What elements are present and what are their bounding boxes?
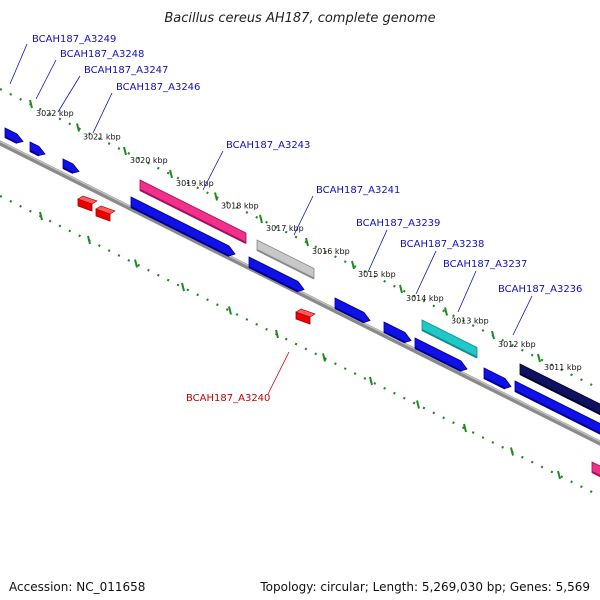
gene-a3241[interactable] — [256, 239, 315, 280]
tick-label: 3018 kbp — [221, 202, 259, 211]
gene-label[interactable]: BCAH187_A3236 — [498, 284, 582, 295]
gene-a3248[interactable] — [29, 141, 46, 156]
outer-major-tick — [537, 353, 541, 363]
inner-major-tick — [134, 259, 138, 268]
gene-minus-1-top — [77, 195, 98, 205]
outer-major-tick — [351, 260, 355, 270]
gene-label[interactable]: BCAH187_A3246 — [116, 82, 200, 93]
gene-a3238[interactable] — [421, 319, 478, 359]
gene-a3243[interactable] — [139, 179, 247, 244]
tick-label: 3011 kbp — [544, 363, 582, 372]
gene-label[interactable]: BCAH187_A3247 — [84, 65, 168, 76]
gene-a3236[interactable] — [519, 363, 600, 419]
gene-edge-pink-shade — [591, 471, 600, 478]
inner-major-tick — [228, 306, 232, 315]
gene-a3244-shade — [130, 206, 230, 257]
outer-major-tick — [76, 123, 80, 132]
gene-a3239-shade — [334, 307, 365, 324]
gene-minus-2-top — [95, 205, 116, 215]
inner-major-tick — [463, 423, 467, 433]
outer-major-tick — [259, 214, 263, 224]
inner-major-tick — [181, 282, 185, 292]
outer-major-tick — [399, 284, 403, 294]
tracks-layer: 3022 kbp 3021 kbp 3020 kbp 3019 kbp 3018 kbp… — [0, 88, 600, 497]
inner-major-tick — [275, 329, 279, 339]
outer-major-tick — [123, 146, 127, 156]
tick-label: 3019 kbp — [176, 179, 214, 188]
gene-a3235-shade — [514, 390, 600, 435]
gene-a3238-shade — [421, 329, 478, 359]
tick-label: 3020 kbp — [130, 156, 168, 165]
genome-backbone — [0, 140, 600, 446]
genome-backbone-highlight — [0, 140, 600, 443]
tick-label: 3017 kbp — [266, 224, 304, 233]
gene-a3248-shade — [29, 150, 40, 157]
label-leader-line — [457, 270, 477, 313]
inner-major-tick — [557, 470, 561, 480]
gene-label[interactable]: BCAH187_A3243 — [226, 140, 310, 151]
outer-major-tick — [491, 330, 495, 340]
tick-label: 3015 kbp — [358, 270, 396, 279]
outer-major-tick — [305, 237, 309, 247]
gene-a3244[interactable] — [130, 196, 236, 257]
label-leader-line — [293, 195, 314, 236]
gene-a3236-b-shade — [483, 377, 506, 390]
inner-tick-track — [0, 195, 600, 497]
tick-label: 3021 kbp — [83, 133, 121, 142]
tick-label: 3014 kbp — [406, 294, 444, 303]
outer-tick-track — [0, 88, 600, 390]
outer-major-tick — [29, 99, 33, 109]
gene-a3237-shade — [414, 347, 462, 372]
outer-major-tick — [214, 192, 218, 201]
gene-label[interactable]: BCAH187_A3238 — [400, 239, 484, 250]
gene-a3236-shade — [519, 373, 600, 416]
inner-major-tick — [39, 211, 43, 221]
gene-a3238-b[interactable] — [383, 321, 412, 343]
label-leader-line — [57, 75, 81, 113]
topology-summary: Topology: circular; Length: 5,269,030 bp… — [260, 580, 590, 594]
tick-label: 3013 kbp — [451, 317, 489, 326]
accession-text: Accession: NC_011658 — [9, 580, 146, 594]
inner-major-tick — [510, 447, 514, 456]
gene-label[interactable]: BCAH187_A3239 — [356, 218, 440, 229]
inner-major-tick — [87, 235, 91, 245]
outer-major-tick — [444, 307, 448, 316]
label-leader-line — [415, 250, 437, 295]
tick-label: 3022 kbp — [36, 109, 74, 118]
gene-a3238-b-shade — [383, 331, 406, 344]
label-leader-line — [367, 229, 388, 273]
labels-layer: BCAH187_A3249BCAH187_A3248BCAH187_A3247B… — [9, 34, 582, 404]
outer-major-tick — [169, 169, 173, 179]
gene-a3240-top — [295, 308, 316, 318]
inner-major-tick — [416, 400, 420, 409]
gene-a3249-shade — [4, 136, 18, 144]
gene-label[interactable]: BCAH187_A3237 — [443, 259, 527, 270]
label-leader-line — [267, 351, 290, 395]
label-leader-line — [202, 150, 224, 191]
gene-a3242-shade — [248, 266, 299, 293]
tick-label: 3012 kbp — [498, 340, 536, 349]
gene-a3239[interactable] — [334, 297, 371, 323]
gene-a3242[interactable] — [248, 256, 305, 292]
map-title: Bacillus cereus AH187, complete genome — [164, 11, 435, 26]
inner-major-tick — [369, 376, 373, 386]
label-leader-line — [35, 59, 57, 100]
inner-major-tick — [322, 353, 326, 362]
gene-label[interactable]: BCAH187_A3249 — [32, 34, 116, 45]
gene-label[interactable]: BCAH187_A3241 — [316, 185, 400, 196]
gene-a3237[interactable] — [414, 337, 468, 372]
gene-label[interactable]: BCAH187_A3248 — [60, 49, 144, 60]
gene-a3241-shade — [256, 249, 315, 280]
label-leader-line — [9, 43, 28, 85]
label-leader-line — [92, 92, 113, 134]
tick-label: 3016 kbp — [312, 247, 350, 256]
gene-label[interactable]: BCAH187_A3240 — [186, 393, 270, 404]
gene-a3247-shade — [62, 167, 74, 174]
gene-a3243-shade — [139, 189, 247, 244]
gene-a3236-b[interactable] — [483, 367, 512, 389]
label-leader-line — [512, 295, 533, 336]
gene-a3235[interactable] — [514, 380, 600, 436]
